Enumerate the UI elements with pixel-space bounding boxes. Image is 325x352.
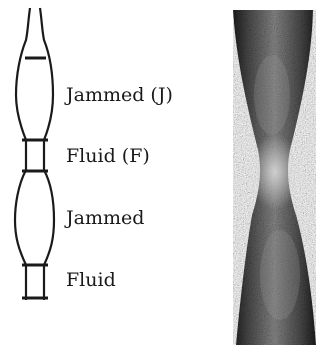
label-fluid: Fluid — [66, 271, 116, 290]
tube-photograph — [233, 10, 316, 345]
schematic-right-wall — [40, 8, 54, 300]
label-fluid-f: Fluid (F) — [66, 147, 150, 166]
schematic-left-wall — [15, 8, 30, 300]
label-jammed-j: Jammed (J) — [66, 86, 173, 105]
label-jammed: Jammed — [66, 209, 144, 228]
